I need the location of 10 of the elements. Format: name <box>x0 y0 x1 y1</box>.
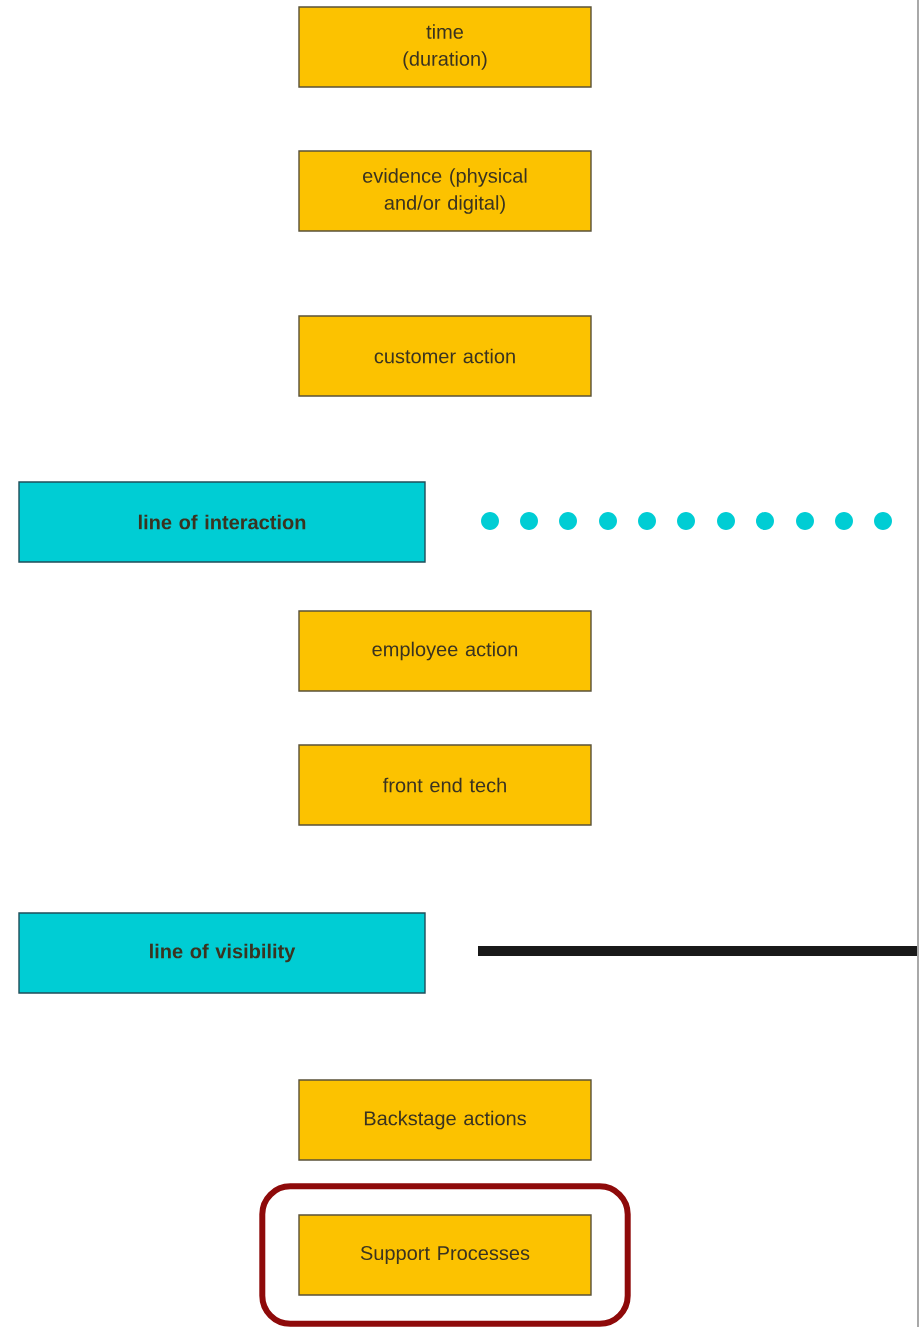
step-box: front end tech <box>298 744 592 826</box>
step-box: Backstage actions <box>298 1079 592 1161</box>
step-box: customer action <box>298 315 592 397</box>
step-box: time (duration) <box>298 6 592 88</box>
step-box: evidence (physical and/or digital) <box>298 150 592 232</box>
highlight-frame <box>259 1183 631 1327</box>
step-box: employee action <box>298 610 592 692</box>
line-label-box: line of visibility <box>18 912 426 994</box>
step-box: Support Processes <box>298 1214 592 1296</box>
line-label-box: line of interaction <box>18 481 426 563</box>
